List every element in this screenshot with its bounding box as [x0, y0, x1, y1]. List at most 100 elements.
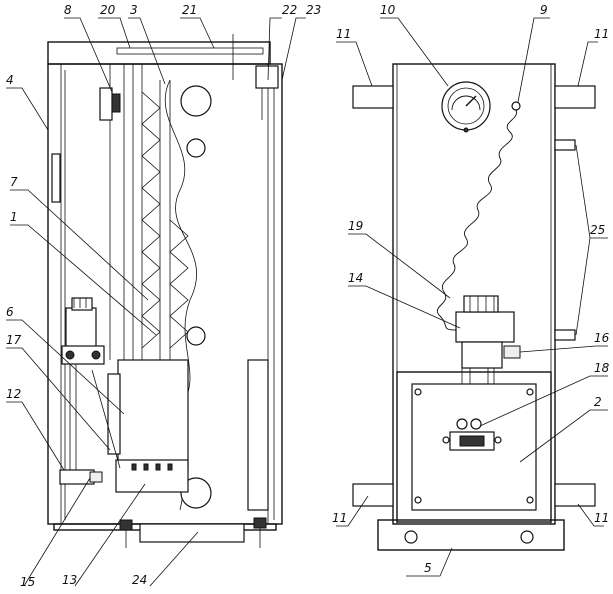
- leader-2: [519, 409, 608, 463]
- leader-8: [64, 17, 113, 93]
- chamber-door: [107, 373, 121, 455]
- callout-18: 18: [594, 361, 610, 375]
- leader-20: [98, 17, 131, 49]
- combustion-chamber: [117, 359, 189, 471]
- top-cover: [47, 41, 271, 65]
- panel-screw: [526, 496, 534, 504]
- leader-24: [149, 531, 199, 587]
- rear-valve-top: [463, 295, 499, 313]
- panel-screw: [414, 388, 422, 396]
- service-panel-frame: [396, 371, 552, 523]
- draught-breaker: [255, 65, 279, 89]
- side-lug: [352, 483, 394, 507]
- side-lug: [352, 85, 394, 109]
- callout-11-top-right: 11: [594, 27, 609, 41]
- leader-3: [128, 17, 166, 85]
- callout-10: 10: [380, 3, 396, 17]
- burner-nozzle: [155, 463, 161, 471]
- leader-13: [74, 483, 146, 587]
- leader-11a: [336, 41, 373, 87]
- panel-screw: [414, 496, 422, 504]
- leader-18: [479, 375, 608, 427]
- valve-lower-block: [461, 341, 503, 369]
- side-section-view: [47, 34, 283, 548]
- leader-16: [519, 345, 608, 353]
- leader-9: [517, 17, 550, 103]
- leader-17: [6, 347, 111, 451]
- gas-valve-top: [71, 297, 93, 311]
- base-stand: [377, 519, 565, 551]
- foot: [253, 517, 267, 529]
- callout-21: 21: [182, 3, 197, 17]
- burner-nozzle: [143, 463, 149, 471]
- leader-10: [380, 17, 449, 87]
- side-lug: [554, 483, 596, 507]
- valve-base: [61, 345, 105, 365]
- burner-bolt: [494, 436, 502, 444]
- panel-screw: [526, 388, 534, 396]
- callout-11-top-left: 11: [336, 27, 351, 41]
- leader-12: [6, 401, 65, 471]
- leader-21: [180, 17, 215, 49]
- leader-4: [6, 87, 49, 131]
- door-handle: [51, 153, 61, 203]
- callout-11-bottom-right: 11: [594, 511, 609, 525]
- gauge-needle: [465, 95, 477, 107]
- rear-view: [352, 63, 596, 551]
- callout-3: 3: [130, 3, 138, 17]
- callout-22: 22: [282, 3, 297, 17]
- callout-15: 15: [20, 575, 35, 589]
- callout-23: 23: [306, 3, 321, 17]
- callout-1: 1: [10, 210, 18, 224]
- callout-4: 4: [6, 73, 14, 87]
- cover-inner-plate: [116, 47, 264, 55]
- callout-19: 19: [348, 219, 363, 233]
- thermocouple: [456, 418, 468, 430]
- leader-6: [6, 319, 125, 415]
- leader-11d: [577, 503, 604, 527]
- base-plate: [139, 523, 245, 543]
- upper-connection: [180, 85, 212, 117]
- callout-13: 13: [62, 573, 77, 587]
- base-hole: [520, 530, 534, 544]
- callout-24: 24: [132, 573, 147, 587]
- leader-15: [23, 477, 91, 587]
- rear-gas-valve: [455, 311, 515, 343]
- callout-20: 20: [100, 3, 116, 17]
- callout-2: 2: [594, 395, 602, 409]
- callout-16: 16: [594, 331, 610, 345]
- gauge-fitting: [463, 127, 469, 133]
- igniter-wire: [91, 369, 121, 469]
- leader-23: [281, 17, 306, 81]
- igniter-terminal: [470, 418, 482, 430]
- callouts: 8 20 3 21 22 23 4 7 1 6 17 12 15 13 24 1…: [6, 3, 610, 589]
- leader-11c: [336, 495, 369, 527]
- rear-casing: [392, 63, 556, 525]
- callout-14: 14: [348, 271, 363, 285]
- callout-5: 5: [424, 561, 432, 575]
- gas-inlet-nut: [89, 471, 103, 483]
- callout-8: 8: [64, 3, 72, 17]
- callout-25: 25: [590, 223, 605, 237]
- leader-14: [348, 285, 461, 329]
- leader-7: [10, 189, 149, 301]
- foot: [119, 519, 133, 531]
- callout-17: 17: [6, 333, 22, 347]
- thermostat-knob: [111, 93, 121, 113]
- burner-connector-core: [459, 435, 485, 447]
- leader-22: [267, 17, 282, 81]
- lower-sight-hole: [186, 326, 206, 346]
- turbulator: [141, 91, 161, 349]
- turbulator-2: [169, 219, 189, 349]
- burner-nozzle: [167, 463, 173, 471]
- valve-port: [91, 350, 101, 360]
- gas-valve: [65, 307, 97, 349]
- leader-lines: [6, 17, 608, 587]
- callout-9: 9: [540, 3, 548, 17]
- capillary-coil: [437, 109, 517, 331]
- temperature-sensor: [511, 101, 521, 111]
- leader-5: [406, 547, 453, 577]
- callout-6: 6: [6, 305, 14, 319]
